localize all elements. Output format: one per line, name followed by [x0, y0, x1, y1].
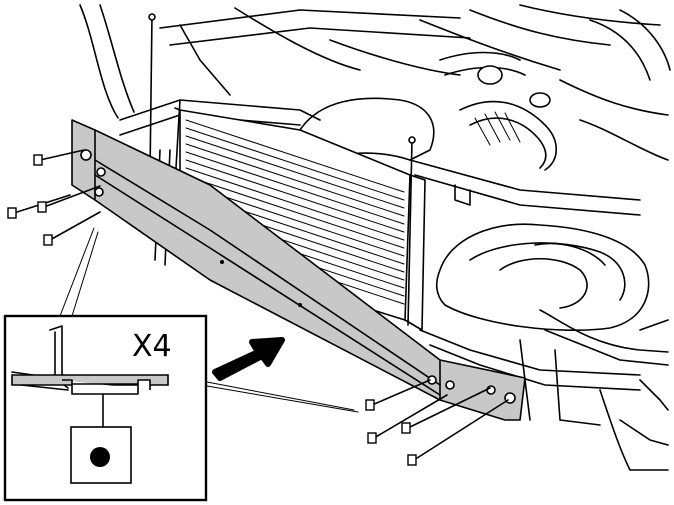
quantity-label: X4: [132, 329, 172, 364]
front-body-structure: [419, 309, 669, 471]
clip-cross-section: [11, 325, 169, 428]
bolts-right: [365, 379, 509, 466]
bolt: [365, 379, 431, 411]
headlight: [435, 223, 650, 332]
arrow-right-up-icon: [212, 337, 285, 381]
bolt: [367, 394, 448, 444]
bolt: [37, 185, 101, 213]
detail-inset: X4: [3, 314, 208, 502]
bumper-reinforcement-beam: [71, 119, 526, 421]
callout-leaders: [59, 227, 359, 413]
bolt: [401, 387, 491, 434]
bolt: [43, 211, 101, 246]
bolts-left: [7, 149, 101, 246]
filled-dot-icon: [90, 447, 110, 467]
beam-body: [71, 119, 526, 421]
support-rods: [148, 13, 416, 326]
bolt: [407, 399, 509, 466]
bolt: [33, 149, 85, 166]
